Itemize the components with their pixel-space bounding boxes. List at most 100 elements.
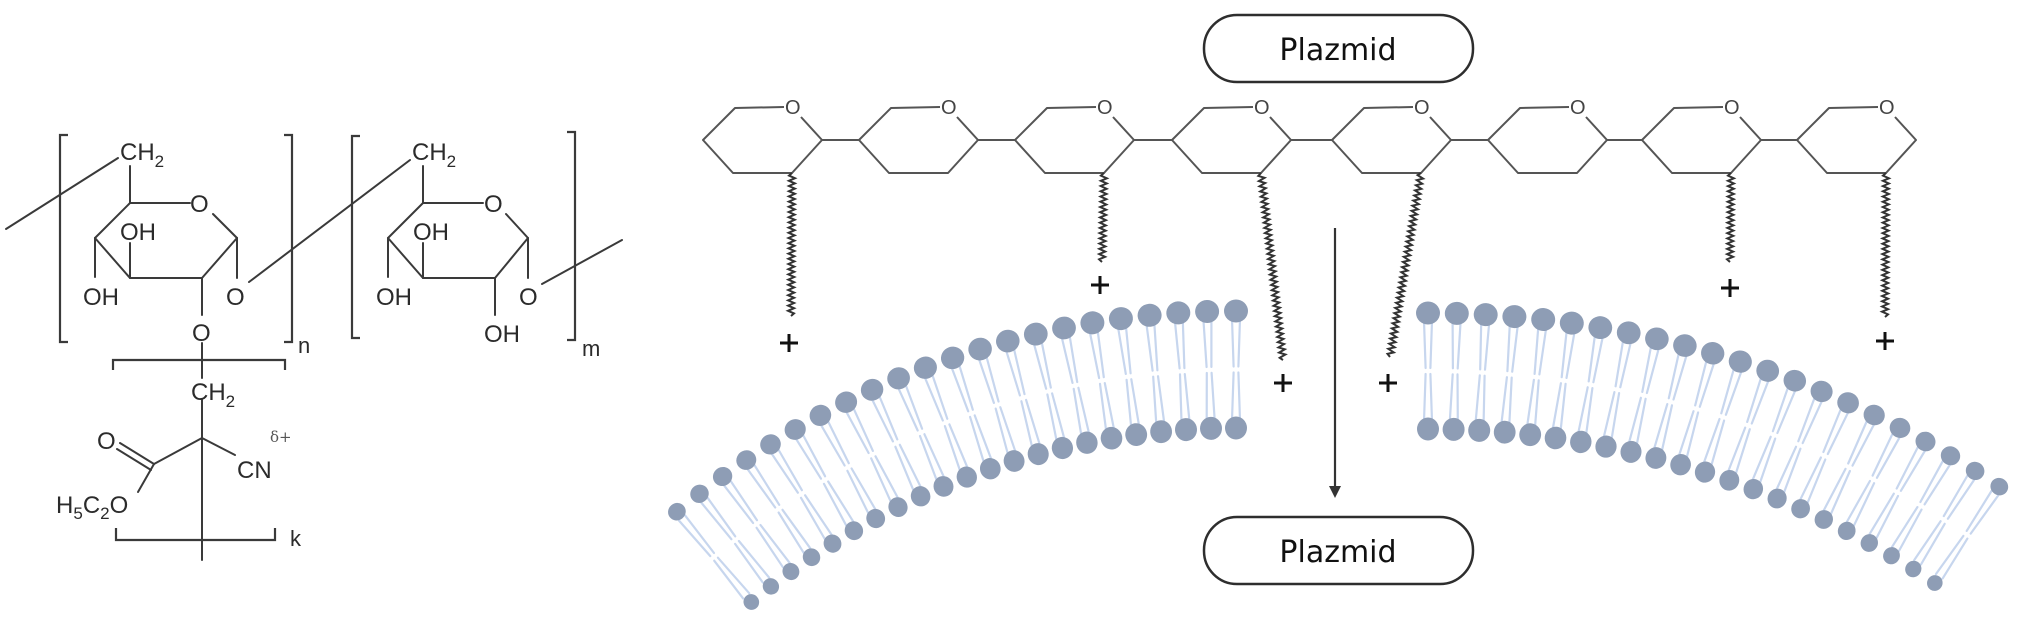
lipid-tail	[1183, 373, 1191, 423]
lipid-tail	[1153, 321, 1159, 372]
lipid-tail	[894, 445, 915, 492]
lipid-tail	[1448, 373, 1454, 423]
lipid-tail	[1050, 392, 1066, 441]
lipid-tail	[1202, 318, 1208, 369]
lipid-head-inner	[1620, 440, 1642, 463]
phospholipid	[1052, 316, 1098, 454]
lipid-head-outer	[668, 502, 686, 521]
lipid-tail	[1868, 492, 1895, 536]
lipid-tail	[923, 375, 944, 422]
lipid-head-inner	[823, 534, 842, 553]
ring-oxygen-label: O	[941, 97, 957, 119]
chemical-structure: n CH2 O OH OH O O m CH2	[5, 130, 623, 561]
lipid-tail	[1429, 372, 1434, 423]
plasmid-bottom-label: Plazmid	[1279, 535, 1396, 570]
lipid-tail	[1627, 396, 1643, 445]
o-glycosidic-n: O	[226, 284, 245, 311]
lipid-tail	[1845, 479, 1872, 524]
chain-bond-out	[541, 239, 623, 285]
lipid-head-inner	[1544, 426, 1567, 450]
lipid-head-inner	[866, 508, 886, 529]
lipid-tail	[729, 479, 759, 522]
lipid-bilayer-right	[1416, 301, 2009, 591]
lipid-head-inner	[1150, 420, 1173, 444]
ring-bonds	[1014, 106, 1135, 174]
lipid-tail	[1012, 346, 1026, 396]
lipid-tail	[1852, 482, 1876, 527]
positive-charge-icon	[1274, 374, 1292, 392]
pyranose-ring: O	[1796, 97, 1917, 174]
lipid-head-inner	[1719, 469, 1740, 491]
lipid-tail	[1587, 333, 1597, 383]
lipid-head-inner	[1883, 547, 1900, 565]
lipid-tail	[1685, 411, 1700, 460]
ring-oxygen-label: O	[1724, 97, 1740, 119]
lipid-head-outer	[1940, 446, 1961, 466]
pyranose-ring: O	[1171, 97, 1292, 174]
lipid-tail	[1672, 353, 1688, 401]
lipid-head-inner	[1027, 443, 1049, 466]
lipid-tail	[1538, 326, 1548, 376]
lipid-head-outer	[1701, 342, 1725, 365]
ring-bonds	[1796, 106, 1917, 174]
lipid-head-inner	[782, 562, 800, 581]
lipid-tail	[852, 406, 875, 452]
lipid-tail	[1500, 376, 1509, 425]
lipid-tail	[1969, 494, 2000, 535]
lipid-tail	[1533, 325, 1540, 375]
lipid-tail	[1004, 348, 1022, 397]
lipid-tail	[1072, 387, 1083, 437]
ring-bonds	[702, 106, 823, 174]
lipid-tail	[1758, 437, 1777, 485]
lipid-tail	[770, 452, 800, 494]
bond	[494, 237, 529, 279]
lipid-head-inner	[844, 521, 864, 541]
transfer-arrow	[1329, 228, 1341, 498]
ring-oxygen-label: O	[785, 97, 801, 119]
lipid-tail	[794, 437, 823, 480]
bracket-right-m	[567, 130, 577, 342]
phospholipid	[690, 484, 780, 595]
lipid-tail	[706, 496, 737, 538]
lipid-tail	[752, 463, 781, 506]
lipid-tail	[1456, 320, 1462, 370]
phospholipid	[1860, 431, 1936, 552]
lipid-tail	[1152, 375, 1158, 426]
lipid-head-inner	[1645, 447, 1667, 469]
lipid-head-inner	[1225, 416, 1247, 440]
lipid-head-inner	[1003, 450, 1025, 472]
positive-charge-icon	[1091, 276, 1109, 294]
lipid-head-outer	[1108, 307, 1133, 331]
lipid-head-inner	[1860, 534, 1878, 552]
lipid-tail	[1667, 351, 1681, 400]
lipid-tail	[1506, 323, 1511, 373]
phospholipid	[736, 450, 821, 567]
lipid-tail	[1060, 335, 1074, 384]
phospholipid	[1442, 301, 1469, 441]
ring-oxygen-n: O	[190, 191, 209, 218]
phospholipid	[1927, 477, 2009, 591]
lipid-tail	[1801, 399, 1824, 445]
ring-oxygen-label: O	[1414, 97, 1430, 119]
phospholipid	[1195, 299, 1223, 440]
lipid-tail	[898, 443, 923, 489]
lipid-tail	[801, 433, 827, 478]
lipid-head-outer	[1023, 322, 1048, 346]
lipid-head-outer	[940, 346, 965, 370]
positive-charge-icon	[1721, 279, 1739, 297]
lipid-head-outer	[1965, 461, 1985, 481]
lipid-tail	[1727, 426, 1747, 473]
lipid-tail	[1592, 335, 1605, 384]
lipid-tail	[1919, 522, 1946, 566]
lipid-head-inner	[979, 458, 1001, 480]
lipid-tail	[948, 423, 969, 470]
lipid-head-outer	[760, 434, 781, 455]
oh-bottom-m: OH	[484, 321, 520, 348]
plasmid-bottom-box	[1202, 515, 1475, 586]
lipid-tail	[846, 469, 870, 515]
lipid-head-inner	[956, 466, 977, 488]
lipid-tail	[904, 383, 924, 430]
lipid-tail	[1899, 449, 1927, 492]
bond	[212, 213, 238, 239]
